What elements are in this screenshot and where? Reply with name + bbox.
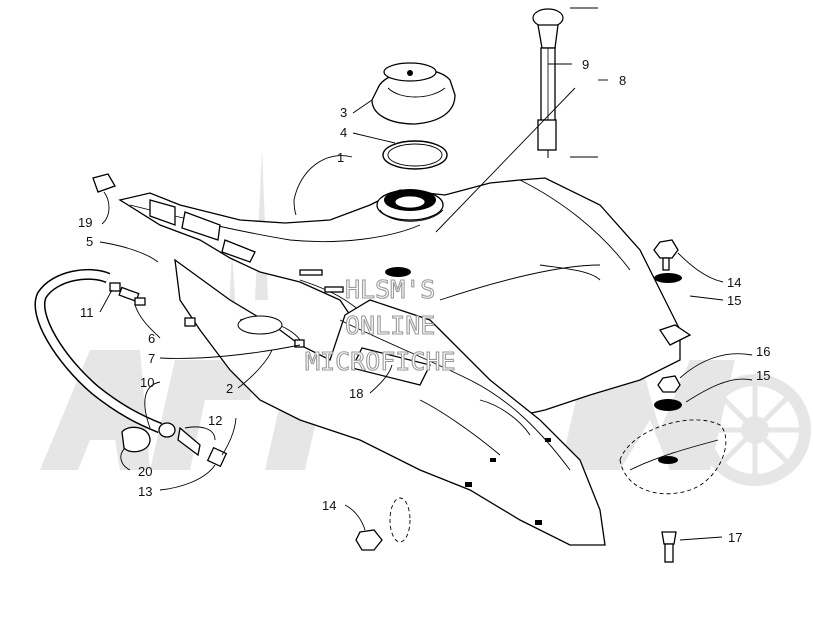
callout-9: 9 xyxy=(582,57,589,72)
callout-16: 16 xyxy=(756,344,770,359)
leader-lines xyxy=(99,7,753,541)
callout-7: 7 xyxy=(148,351,155,366)
nut-and-washer-upper xyxy=(653,239,682,283)
callout-18: 18 xyxy=(349,386,363,401)
callout-12: 12 xyxy=(208,413,222,428)
heat-shield xyxy=(619,419,727,495)
callout-14-lower: 14 xyxy=(322,498,336,513)
hose-clamp xyxy=(121,426,151,453)
callout-8: 8 xyxy=(619,73,626,88)
callout-10: 10 xyxy=(140,375,154,390)
callout-11: 11 xyxy=(80,305,94,320)
callout-20: 20 xyxy=(138,464,152,479)
fuel-fitting xyxy=(109,282,146,306)
inline-fuel-filter xyxy=(158,422,228,468)
callout-1: 1 xyxy=(337,150,344,165)
callout-6: 6 xyxy=(148,331,155,346)
callout-labels: 1 2 3 4 5 6 7 8 9 10 11 12 13 14 14 15 1… xyxy=(78,57,770,545)
lower-nut xyxy=(355,497,411,551)
callout-4: 4 xyxy=(340,125,347,140)
mounting-bolt xyxy=(661,531,677,563)
callout-13: 13 xyxy=(138,484,152,499)
watermark-line-2: ONLINE xyxy=(345,311,435,340)
bracket-screw xyxy=(184,317,196,327)
cap-gasket xyxy=(382,140,448,170)
callout-5: 5 xyxy=(86,234,93,249)
callout-15-upper: 15 xyxy=(727,293,741,308)
watermark-text: HLSM'S ONLINE MICROFICHE xyxy=(304,274,456,376)
watermark-line-3: MICROFICHE xyxy=(305,347,456,376)
callout-2: 2 xyxy=(226,381,233,396)
fuel-sending-unit xyxy=(532,8,564,158)
callout-19: 19 xyxy=(78,215,92,230)
watermark-line-1: HLSM'S xyxy=(345,275,435,304)
callout-17: 17 xyxy=(728,530,742,545)
callout-15-lower: 15 xyxy=(756,368,770,383)
fuel-cap xyxy=(371,62,456,125)
callout-3: 3 xyxy=(340,105,347,120)
fuel-hose xyxy=(34,268,163,434)
fuel-tank xyxy=(118,177,692,421)
nut-and-washer-lower xyxy=(654,375,682,411)
tank-strap-tab xyxy=(92,173,116,193)
tank-lower-shroud xyxy=(174,258,606,546)
callout-14-upper: 14 xyxy=(727,275,741,290)
